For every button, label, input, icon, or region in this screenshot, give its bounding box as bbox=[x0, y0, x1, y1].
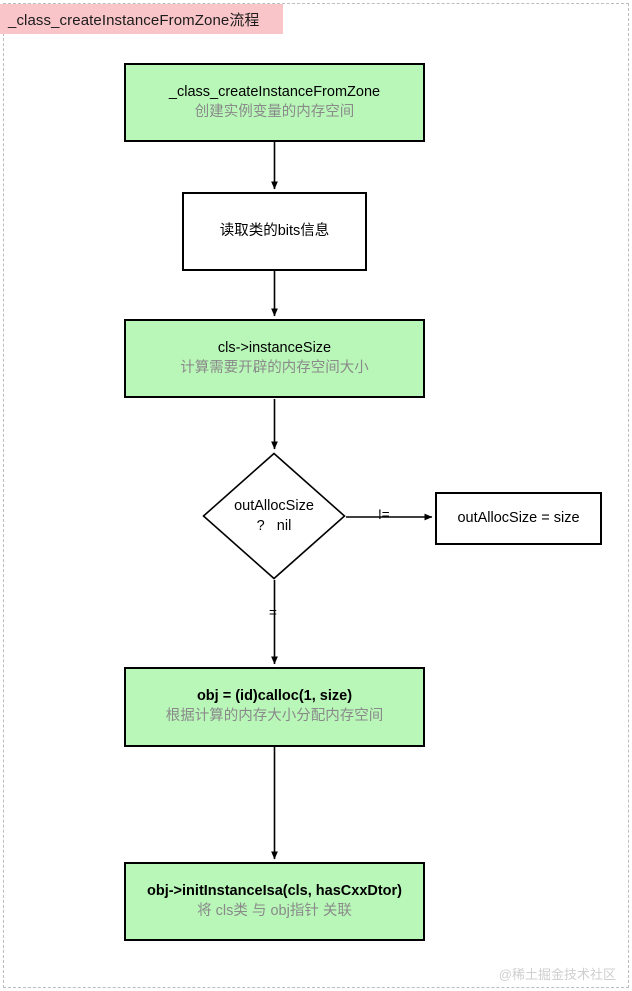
node-read-class-bits-title: 读取类的bits信息 bbox=[219, 222, 330, 239]
node-read-class-bits[interactable]: 读取类的bits信息 bbox=[182, 192, 367, 271]
node-obj-calloc-title: obj = (id)calloc(1, size) bbox=[196, 688, 353, 705]
node-obj-calloc[interactable]: obj = (id)calloc(1, size) 根据计算的内存大小分配内存空… bbox=[124, 667, 425, 747]
node-obj-init-instance-isa-title: obj->initInstanceIsa(cls, hasCxxDtor) bbox=[146, 882, 403, 899]
node-create-instance-from-zone-title: _class_createInstanceFromZone bbox=[168, 83, 381, 100]
node-create-instance-from-zone[interactable]: _class_createInstanceFromZone 创建实例变量的内存空… bbox=[124, 63, 425, 142]
node-cls-instance-size-subtitle: 计算需要开辟的内存空间大小 bbox=[180, 359, 369, 376]
node-cls-instance-size[interactable]: cls->instanceSize 计算需要开辟的内存空间大小 bbox=[124, 319, 425, 398]
node-out-alloc-size-assign-title: outAllocSize = size bbox=[457, 509, 580, 526]
edge-label-equal: = bbox=[269, 605, 277, 620]
node-out-alloc-size-decision[interactable]: outAllocSize ? nil bbox=[202, 452, 346, 580]
node-obj-init-instance-isa[interactable]: obj->initInstanceIsa(cls, hasCxxDtor) 将 … bbox=[124, 862, 425, 941]
node-cls-instance-size-title: cls->instanceSize bbox=[217, 339, 332, 356]
edge-label-not-equal: != bbox=[378, 507, 390, 522]
diagram-title-text: _class_createInstanceFromZone流程 bbox=[8, 11, 260, 29]
node-obj-calloc-subtitle: 根据计算的内存大小分配内存空间 bbox=[165, 708, 384, 724]
watermark: @稀土掘金技术社区 bbox=[498, 967, 616, 982]
node-create-instance-from-zone-subtitle: 创建实例变量的内存空间 bbox=[194, 103, 355, 120]
node-obj-init-instance-isa-subtitle: 将 cls类 与 obj指针 关联 bbox=[197, 902, 352, 919]
diamond-shape bbox=[202, 452, 346, 580]
diagram-title-tag: _class_createInstanceFromZone流程 bbox=[0, 4, 283, 34]
node-out-alloc-size-assign[interactable]: outAllocSize = size bbox=[435, 492, 602, 545]
